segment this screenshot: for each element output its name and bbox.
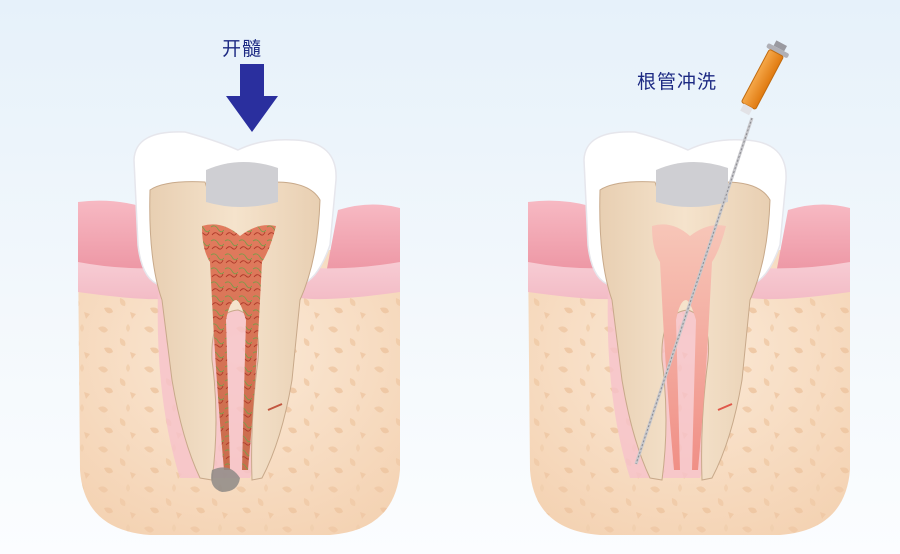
- right-cleaned-pulp: [652, 224, 726, 470]
- right-tooth-illustration: [528, 117, 850, 535]
- down-arrow-icon: [226, 64, 278, 132]
- syringe-icon: [740, 40, 789, 116]
- left-tooth-illustration: [78, 131, 400, 535]
- caption-root-canal-irrigation: 根管冲洗: [637, 71, 718, 93]
- right-access-opening: [656, 161, 728, 207]
- caption-access-opening: 开髓: [222, 38, 263, 60]
- left-abscess: [211, 467, 240, 492]
- left-access-opening: [206, 161, 278, 207]
